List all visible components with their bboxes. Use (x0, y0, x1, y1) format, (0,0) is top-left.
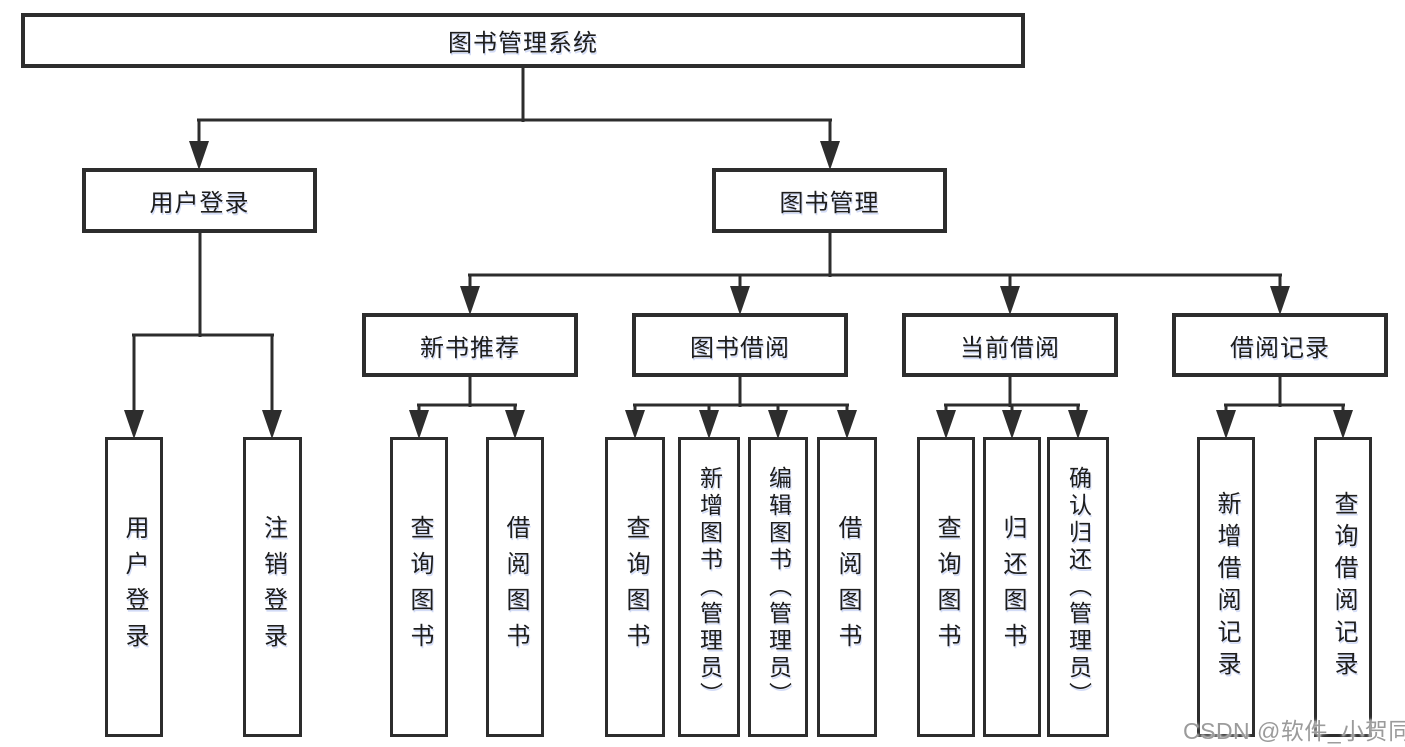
node-label: 新书推荐 (420, 334, 520, 362)
node-book-borrow: 图书借阅 (632, 313, 848, 377)
leaf-query-books-borrow: 查询图书 (605, 437, 665, 737)
node-label: 借阅图书 (834, 515, 861, 659)
node-label: 查询图书 (933, 515, 960, 659)
leaf-edit-book-admin: 编辑图书（管理员） (748, 437, 808, 737)
node-label: 借阅记录 (1230, 334, 1330, 362)
leaf-add-borrow-record: 新增借阅记录 (1197, 437, 1255, 737)
node-label: 注销登录 (259, 515, 287, 659)
node-label: 查询图书 (406, 515, 433, 659)
leaf-return-book: 归还图书 (983, 437, 1041, 737)
node-label: 借阅图书 (502, 515, 529, 659)
leaf-confirm-return-admin: 确认归还（管理员） (1047, 437, 1109, 737)
node-label: 编辑图书（管理员） (765, 465, 792, 709)
leaf-query-books-current: 查询图书 (917, 437, 975, 737)
node-book-management: 图书管理 (712, 168, 947, 233)
node-label: 用户登录 (121, 515, 148, 659)
leaf-query-books-recommend: 查询图书 (390, 437, 448, 737)
node-label: 图书借阅 (690, 334, 790, 362)
leaf-borrow-books-borrow: 借阅图书 (817, 437, 877, 737)
node-user-login: 用户登录 (82, 168, 317, 233)
node-root: 图书管理系统 (21, 13, 1025, 68)
node-label: 图书管理系统 (448, 30, 598, 57)
node-label: 当前借阅 (960, 334, 1060, 362)
node-label: 查询借阅记录 (1330, 491, 1357, 683)
node-label: 用户登录 (149, 190, 250, 217)
node-label: 新增图书（管理员） (696, 465, 723, 709)
node-label: 新增借阅记录 (1213, 491, 1240, 683)
node-current-borrow: 当前借阅 (902, 313, 1118, 377)
node-label: 归还图书 (999, 515, 1026, 659)
leaf-user-login: 用户登录 (105, 437, 163, 737)
leaf-query-borrow-record: 查询借阅记录 (1314, 437, 1372, 737)
node-label: 确认归还（管理员） (1065, 465, 1092, 709)
leaf-borrow-books-recommend: 借阅图书 (486, 437, 544, 737)
leaf-add-book-admin: 新增图书（管理员） (678, 437, 740, 737)
arrowhead-icons (124, 141, 1353, 439)
node-new-book-recommend: 新书推荐 (362, 313, 578, 377)
leaf-logout: 注销登录 (243, 437, 302, 737)
watermark: CSDN @软件_小贺同学 (1183, 718, 1405, 744)
node-label: 图书管理 (779, 190, 880, 217)
node-borrow-records: 借阅记录 (1172, 313, 1388, 377)
node-label: 查询图书 (622, 515, 649, 659)
